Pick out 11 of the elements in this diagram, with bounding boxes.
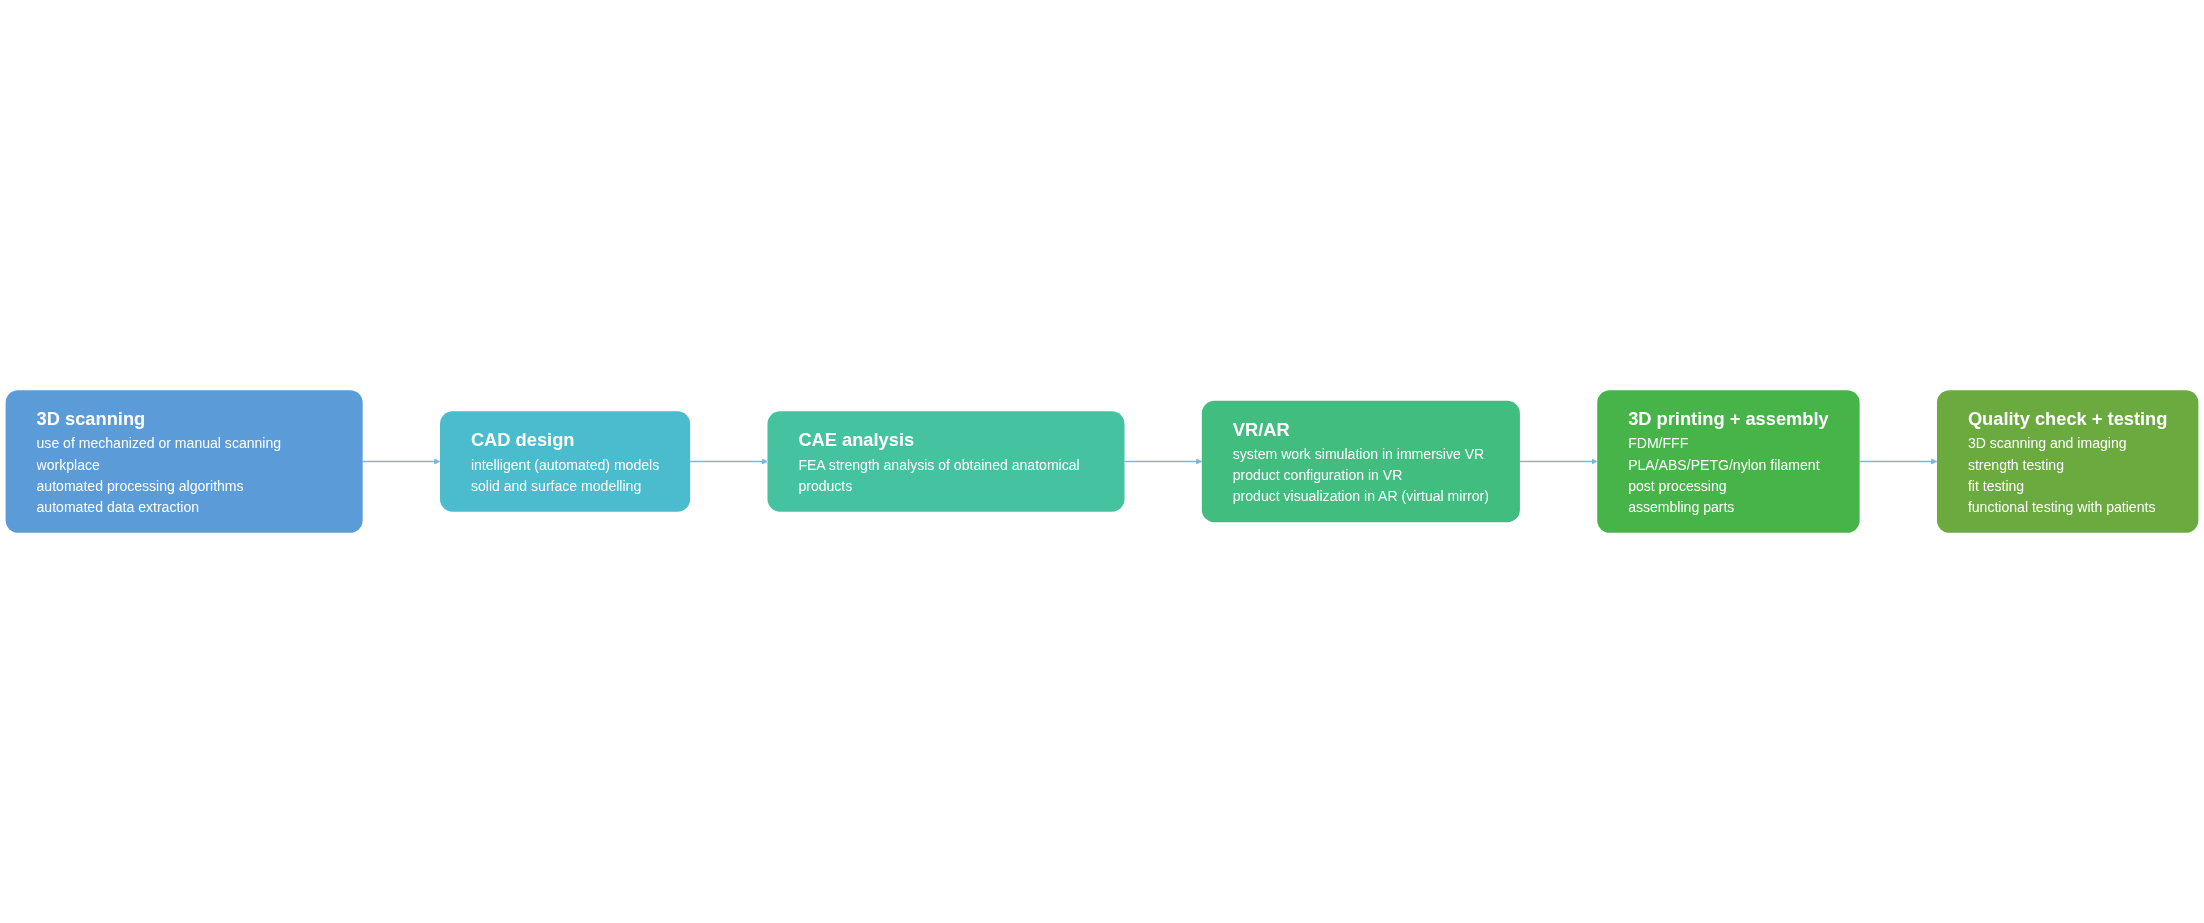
node-box: VR/AR system work simulation in immersive VR product configuration in VR product visualization in AR (virtual mirror)	[1201, 400, 1520, 523]
arrow	[1519, 458, 1598, 465]
arrow	[1123, 458, 1203, 465]
node-box: 3D printing + assembly FDM/FFF PLA/ABS/PETG/nylon filament post processing assembling parts	[1597, 390, 1860, 533]
arrow	[689, 458, 768, 465]
node-box: CAE analysis FEA strength analysis of obtained anatomical products	[767, 411, 1125, 512]
arrow	[361, 458, 441, 465]
node-box: Quality check + testing 3D scanning and imaging strength testing fit testing functional testing with patients	[1936, 390, 2199, 533]
node-box: 3D scanning use of mechanized or manual scanning workplace automated processing algorithms automated data extraction	[5, 390, 363, 533]
arrow	[1858, 458, 1938, 465]
node-box: CAD design intelligent (automated) models solid and surface modelling	[440, 411, 691, 512]
